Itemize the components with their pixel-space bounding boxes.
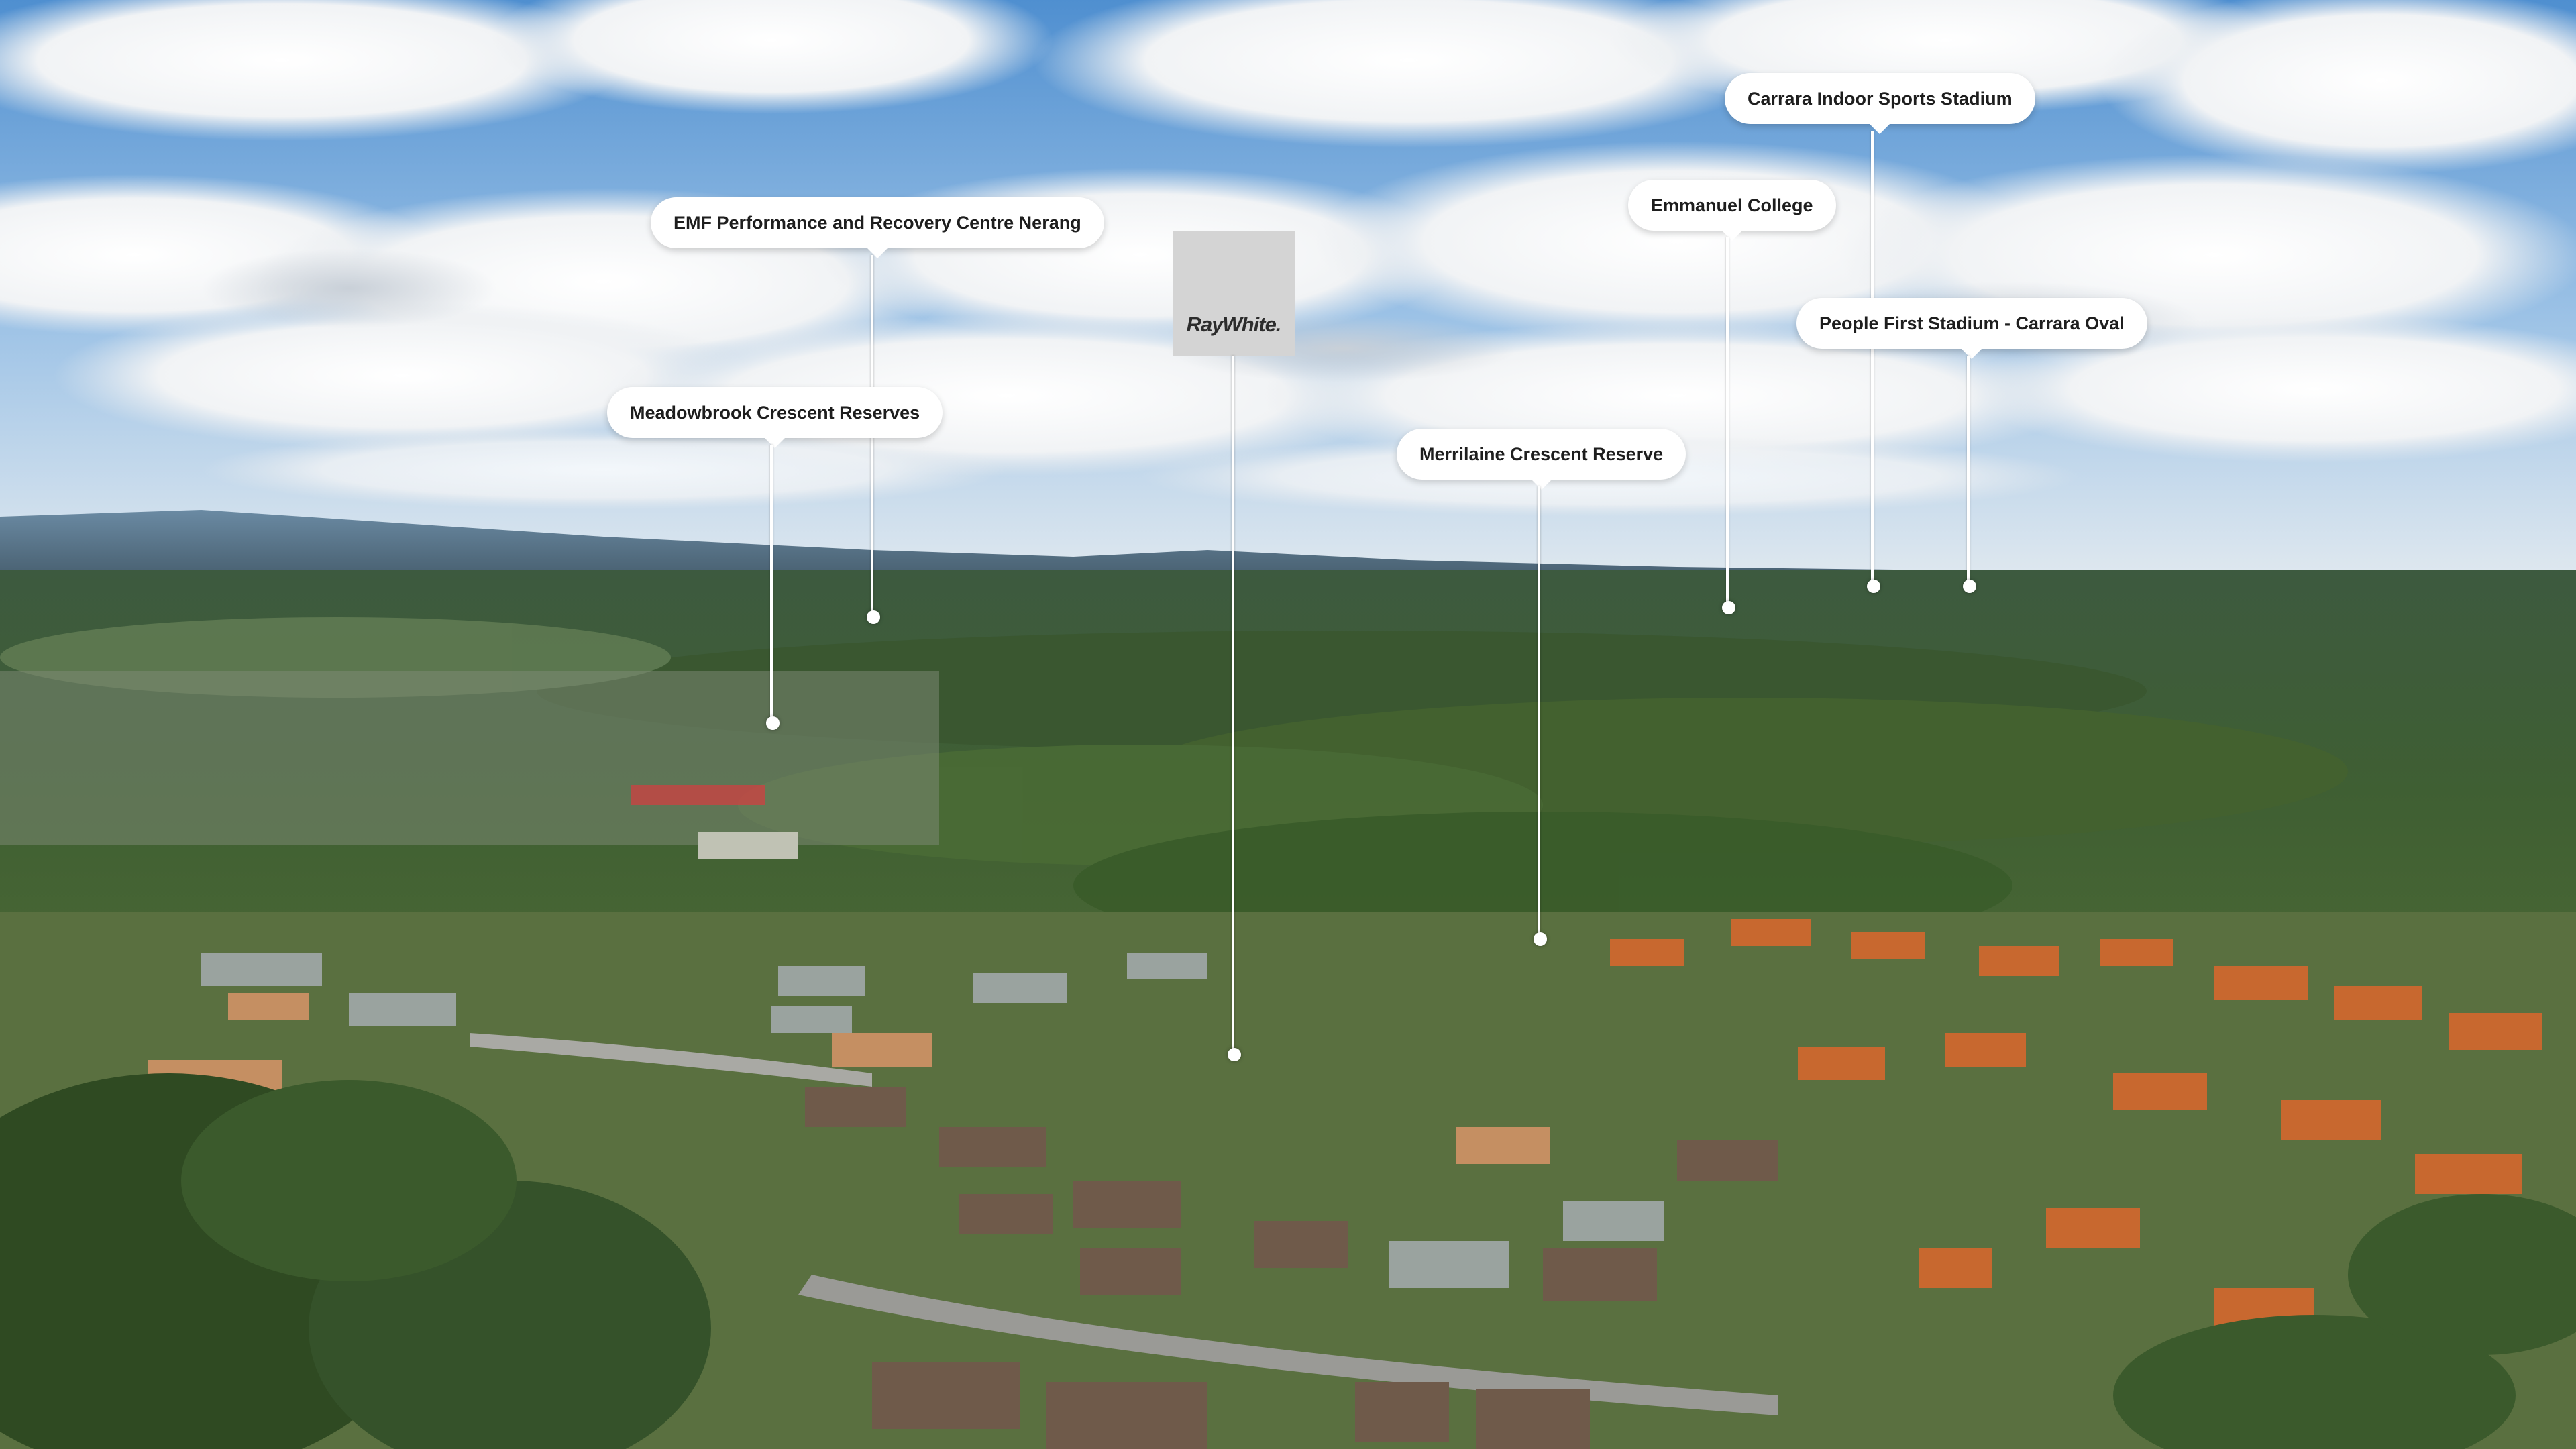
callout-meadowbrook-reserves: Meadowbrook Crescent Reserves (607, 387, 943, 448)
pin-people-first-stadium (1963, 580, 1976, 593)
callout-carrara-indoor-sports-stadium: Carrara Indoor Sports Stadium (1725, 73, 2035, 134)
leader-emmanuel-college (1726, 237, 1729, 606)
pin-emf-performance (867, 610, 880, 624)
foreground-suburb (0, 912, 2576, 1449)
pin-meadowbrook-reserves (766, 716, 780, 730)
logo-text: RayWhite. (1186, 313, 1282, 336)
leader-merrilaine-reserve (1538, 486, 1540, 936)
leader-people-first-stadium (1967, 356, 1970, 587)
callout-emf-performance: EMF Performance and Recovery Centre Nera… (651, 197, 1104, 258)
pin-merrilaine-reserve (1534, 932, 1547, 946)
logo-pin (1228, 1048, 1241, 1061)
callout-people-first-stadium: People First Stadium - Carrara Oval (1796, 298, 2147, 359)
pin-emmanuel-college (1722, 601, 1735, 614)
suburb-left (0, 671, 939, 859)
callout-merrilaine-reserve: Merrilaine Crescent Reserve (1397, 429, 1686, 490)
pin-carrara-indoor-sports-stadium (1867, 580, 1880, 593)
ray-white-logo: RayWhite. (1173, 231, 1295, 356)
leader-carrara-indoor-sports-stadium (1871, 131, 1874, 587)
leader-meadowbrook-reserves (770, 445, 773, 720)
logo-leader-line (1232, 356, 1234, 1055)
callout-emmanuel-college: Emmanuel College (1628, 180, 1836, 241)
